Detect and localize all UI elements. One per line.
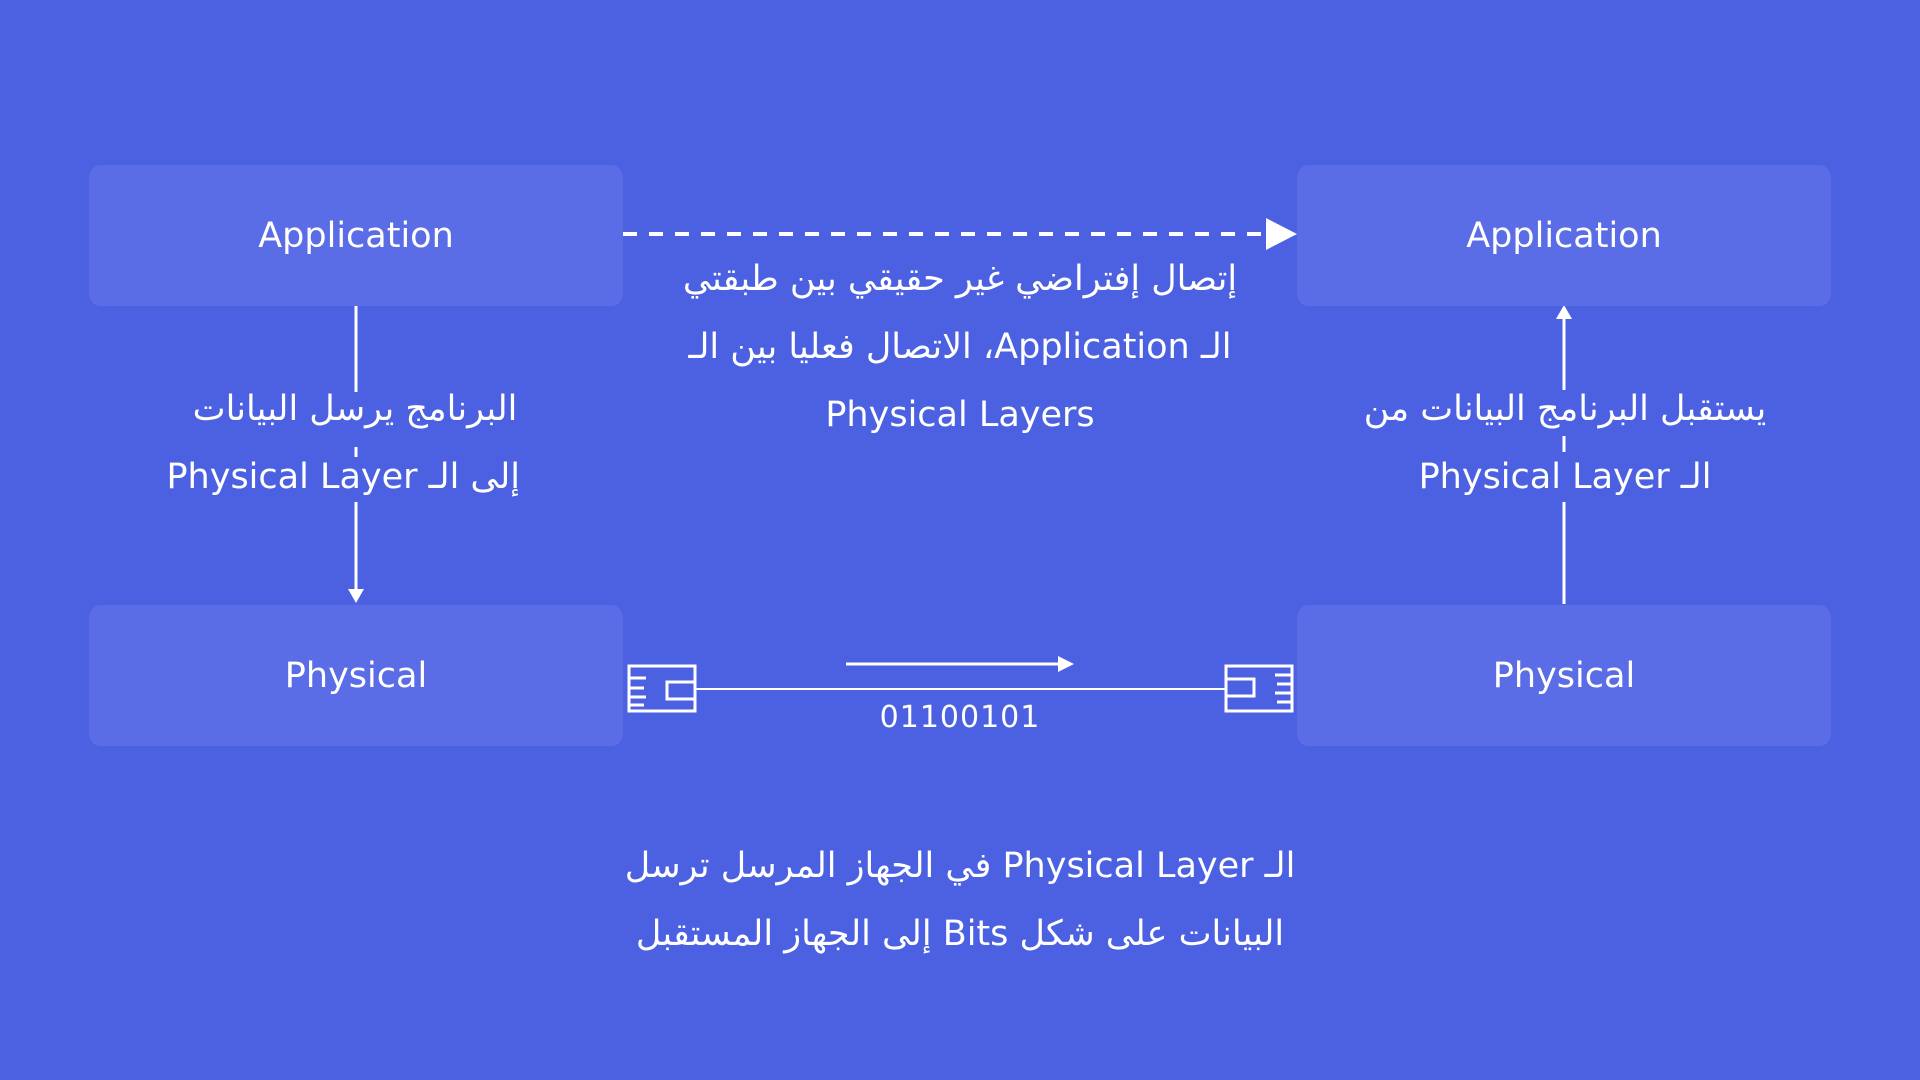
send-caption-line-1: البرنامج يرسل البيانات bbox=[192, 389, 518, 429]
sender-application-label: Application bbox=[258, 215, 454, 256]
receiver-physical-label: Physical bbox=[1492, 655, 1636, 696]
sender-application-layer-box: Application bbox=[89, 165, 623, 306]
send-caption-line-2: إلى الـ Physical Layer bbox=[166, 457, 520, 497]
receiver-application-label: Application bbox=[1466, 215, 1662, 256]
receive-caption: يستقبل البرنامج البيانات من الـ Physical… bbox=[1350, 375, 1780, 511]
receiver-physical-layer-box: Physical bbox=[1297, 605, 1831, 746]
virtual-connection-caption-line-2: الـ Application، الاتصال فعليا بين الـ bbox=[688, 327, 1232, 367]
bits-label: 01100101 bbox=[879, 700, 1041, 735]
send-caption: البرنامج يرسل البيانات إلى الـ Physical … bbox=[166, 375, 520, 511]
receive-caption-line-1: يستقبل البرنامج البيانات من bbox=[1363, 389, 1767, 429]
sender-physical-layer-box: Physical bbox=[89, 605, 623, 746]
network-port-icon-right bbox=[1224, 664, 1294, 713]
virtual-connection-arrowhead bbox=[1266, 218, 1297, 250]
receiver-application-layer-box: Application bbox=[1297, 165, 1831, 306]
sender-physical-label: Physical bbox=[284, 655, 428, 696]
receive-arrowhead bbox=[1556, 305, 1572, 319]
bits-direction-arrowhead bbox=[1058, 656, 1074, 672]
bottom-caption-line-1: الـ Physical Layer في الجهاز المرسل ترسل bbox=[624, 846, 1296, 886]
virtual-connection-caption-line-3: Physical Layers bbox=[825, 395, 1095, 435]
network-port-icon-left bbox=[627, 664, 697, 713]
virtual-connection-caption-line-1: إتصال إفتراضي غير حقيقي بين طبقتي bbox=[682, 259, 1238, 299]
bottom-caption: الـ Physical Layer في الجهاز المرسل ترسل… bbox=[580, 832, 1340, 968]
receive-caption-line-2: الـ Physical Layer bbox=[1418, 457, 1712, 497]
virtual-connection-caption: إتصال إفتراضي غير حقيقي بين طبقتي الـ Ap… bbox=[640, 245, 1280, 449]
bottom-caption-line-2: البيانات على شكل Bits إلى الجهاز المستقب… bbox=[635, 914, 1285, 954]
send-arrowhead bbox=[348, 589, 364, 603]
